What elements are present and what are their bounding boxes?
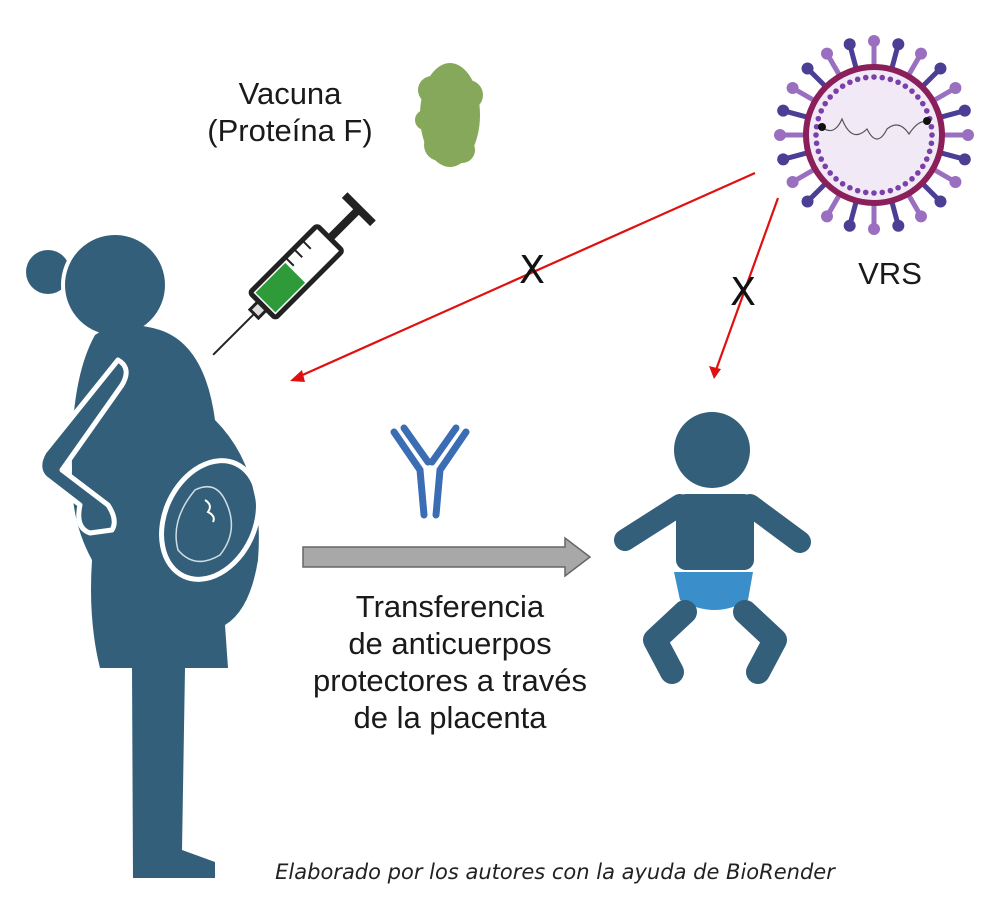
antibody-icon xyxy=(390,424,470,519)
fetus-icon xyxy=(159,458,261,582)
baby-icon xyxy=(614,412,811,684)
credit-text: Elaborado por los autores con la ayuda d… xyxy=(275,860,835,884)
transfer-line: protectores a través xyxy=(313,663,587,698)
transfer-line: de anticuerpos xyxy=(348,626,552,661)
transfer-line: de la placenta xyxy=(353,700,547,735)
transfer-arrow xyxy=(302,536,592,578)
vaccine-label: Vacuna (Proteína F) xyxy=(190,75,390,149)
transfer-label: Transferencia de anticuerpos protectores… xyxy=(270,588,630,736)
vaccine-label-line2: (Proteína F) xyxy=(207,113,373,148)
blocked-mark: X xyxy=(519,248,546,292)
blocked-arrows xyxy=(290,171,780,382)
virus-icon xyxy=(774,35,974,235)
syringe-icon xyxy=(212,192,376,356)
protein-icon xyxy=(415,63,483,167)
pregnant-woman-icon xyxy=(26,231,261,878)
vaccine-label-line1: Vacuna xyxy=(238,76,342,111)
blocked-mark: X xyxy=(730,270,757,314)
virus-label: VRS xyxy=(858,256,922,291)
transfer-line: Transferencia xyxy=(355,589,545,624)
